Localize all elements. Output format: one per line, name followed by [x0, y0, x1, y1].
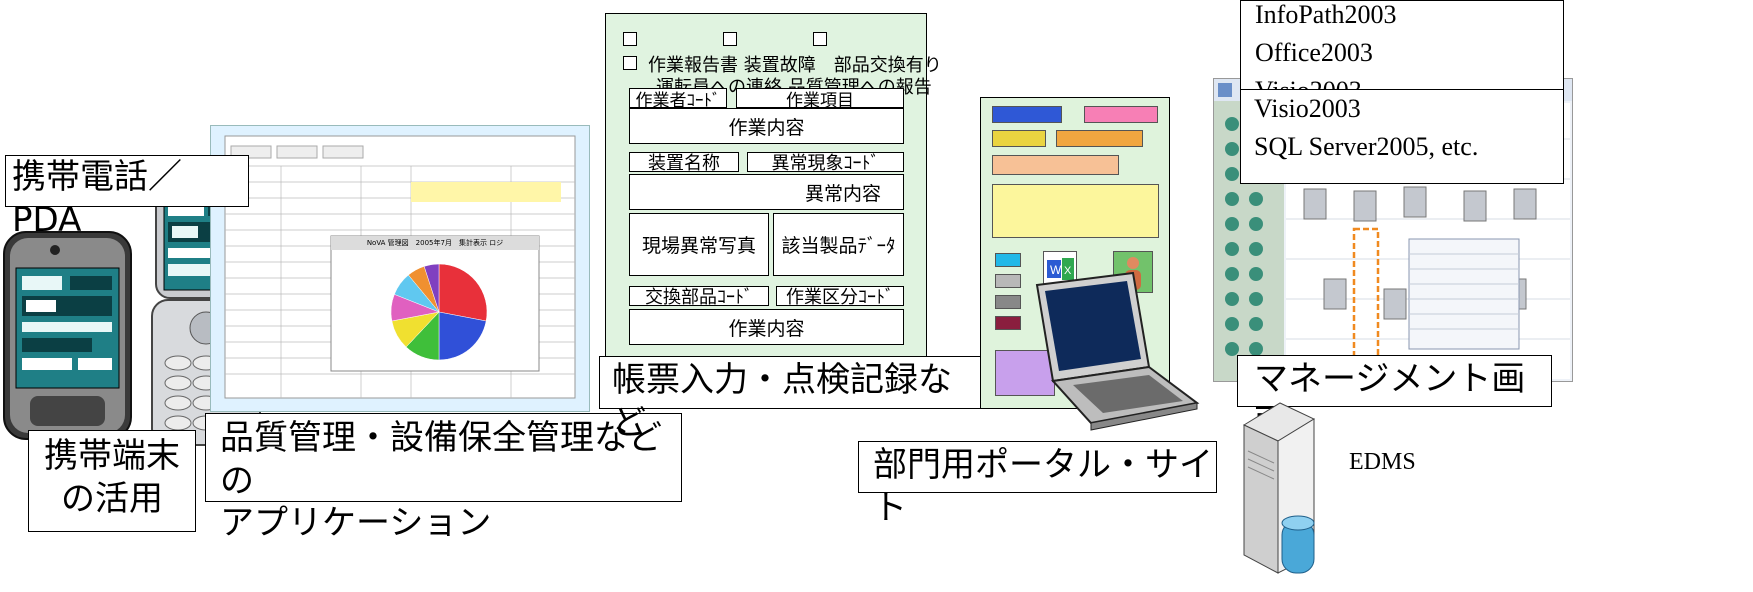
work-content-field-2: 作業内容: [629, 309, 904, 345]
software-list-bg: [1241, 90, 1563, 183]
edms-label: EDMS: [1349, 449, 1416, 475]
mobile-use-line2: の活用: [61, 478, 163, 519]
software-item: Office2003: [1255, 38, 1373, 67]
pie-slice: [438, 311, 487, 361]
spreadsheet-chart-title: NoVA 管理図 2005年7月 集計表示 ロジ: [366, 239, 504, 247]
product-data-field: 該当製品ﾃﾞｰﾀ: [773, 213, 904, 276]
svg-text:X: X: [1064, 265, 1072, 277]
device-name-field: 装置名称: [629, 152, 739, 174]
portal-block: [995, 295, 1021, 309]
svg-text:W: W: [1050, 263, 1062, 277]
mobile-pda-label: 携帯電話／PDA: [5, 155, 249, 240]
portal-block: [992, 184, 1159, 238]
portal-block: [1084, 106, 1158, 123]
spreadsheet-screenshot: NoVA 管理図 2005年7月 集計表示 ロジ: [210, 125, 590, 412]
portal-block: [992, 130, 1046, 147]
laptop-icon: [1025, 255, 1205, 435]
work-report-form: 作業報告書 装置故障 部品交換有り 運転員への連絡 品質管理への報告 作業者ｺｰ…: [605, 13, 942, 383]
work-type-code-field: 作業区分ｺｰﾄﾞ: [776, 286, 904, 308]
site-photo-field: 現場異常写真: [629, 213, 769, 276]
portal-text: 部門用ポータル・サイト: [873, 445, 1213, 528]
applications-line2: アプリケーション: [220, 503, 492, 543]
mobile-pda-text: 携帯電話／PDA: [12, 157, 182, 240]
anomaly-content-field: 異常内容: [629, 174, 904, 210]
form-checks-row1: 作業報告書 装置故障 部品交換有り: [648, 55, 942, 76]
checkbox-4: [623, 56, 637, 70]
applications-line1: 品質管理・設備保全管理などの: [220, 418, 662, 501]
portal-block: [992, 106, 1062, 123]
part-code-field: 交換部品ｺｰﾄﾞ: [629, 286, 769, 308]
mobile-use-line1: 携帯端末: [44, 436, 180, 476]
portal-block: [995, 253, 1021, 267]
pie-slice: [423, 263, 440, 313]
work-content-field: 作業内容: [629, 108, 904, 144]
software-list-lower: Visio2003 SQL Server2005, etc.: [1254, 90, 1478, 166]
software-item: InfoPath2003: [1255, 0, 1397, 29]
mobile-use-label: 携帯端末 の活用: [28, 430, 196, 532]
software-item: SQL Server2005, etc.: [1254, 132, 1479, 161]
portal-block: [995, 274, 1021, 288]
portal-block: [1056, 130, 1143, 147]
checkbox-2: [723, 32, 737, 46]
portal-label: 部門用ポータル・サイト: [858, 441, 1217, 528]
anomaly-code-field: 異常現象ｺｰﾄﾞ: [747, 152, 904, 174]
form-input-label: 帳票入力・点検記録など: [599, 356, 981, 443]
form-input-text: 帳票入力・点検記録など: [612, 360, 952, 443]
portal-block: [995, 316, 1021, 330]
checkbox-3: [813, 32, 827, 46]
pda-phone: [0, 228, 135, 443]
worker-code-field: 作業者ｺｰﾄﾞ: [629, 88, 727, 111]
portal-block: [995, 350, 1055, 396]
portal-block: [992, 155, 1119, 175]
pie-chart: [390, 263, 488, 361]
work-item-field: 作業項目: [736, 88, 904, 111]
software-item: Visio2003: [1254, 94, 1361, 123]
applications-label: 品質管理・設備保全管理などの アプリケーション: [205, 413, 682, 543]
software-list: InfoPath2003 Office2003 Visio2003 SQL Se…: [1240, 0, 1564, 143]
checkbox-1: [623, 32, 637, 46]
server-icon: [1238, 395, 1318, 587]
pie-slice: [438, 263, 488, 322]
